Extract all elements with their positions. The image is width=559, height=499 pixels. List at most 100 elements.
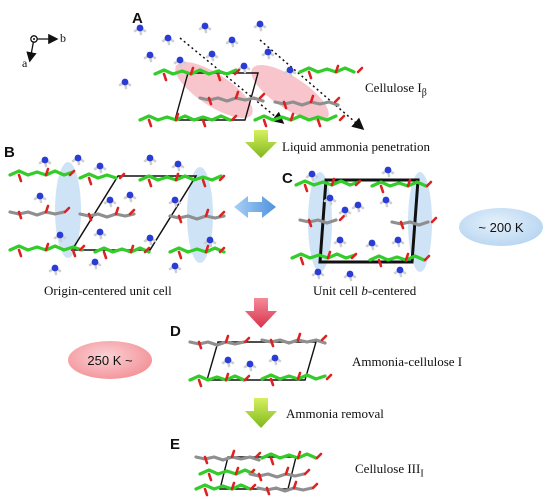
- oxygen-atom: [87, 212, 93, 222]
- oxygen-atom: [430, 216, 438, 224]
- cellulose-chain: [138, 114, 232, 122]
- caption-ammonia-cellulose: Ammonia-cellulose I: [352, 354, 463, 369]
- oxygen-atom: [354, 179, 362, 187]
- oxygen-atom: [230, 449, 236, 459]
- oxygen-atom: [307, 218, 313, 228]
- nitrogen-atom: [354, 201, 362, 209]
- cellulose-chain: [188, 374, 246, 382]
- oxygen-atom: [303, 183, 309, 193]
- oxygen-atom: [269, 456, 275, 466]
- down-arrow-green-icon: [245, 130, 277, 158]
- oxygen-atom: [147, 118, 153, 128]
- nitrogen-atom: [171, 196, 179, 204]
- nitrogen-atom: [264, 48, 272, 56]
- panel-label-a: A: [132, 10, 143, 27]
- oxygen-atom: [311, 482, 319, 490]
- nitrogen-atom: [394, 236, 402, 244]
- oxygen-atom: [330, 177, 336, 187]
- caption-origin-centered: Origin-centered unit cell: [44, 283, 172, 298]
- oxygen-atom: [102, 250, 108, 260]
- oxygen-atom: [299, 256, 305, 266]
- nitrogen-atom: [171, 262, 179, 270]
- nitrogen-atom: [96, 228, 104, 236]
- oxygen-atom: [334, 64, 340, 74]
- oxygen-atom: [377, 258, 383, 268]
- oxygen-atom: [207, 472, 213, 482]
- caption-b-centered-em: b: [361, 283, 368, 298]
- oxygen-atom: [296, 332, 302, 342]
- nitrogen-atom: [368, 239, 376, 247]
- nitrogen-atom: [206, 236, 214, 244]
- oxygen-atom: [201, 118, 207, 128]
- cellulose-chain: [260, 452, 318, 460]
- oxygen-atom: [174, 112, 180, 122]
- oxygen-atom: [338, 214, 346, 222]
- temperature-badge-high: 250 K ~: [68, 341, 152, 379]
- oxygen-atom: [44, 204, 50, 214]
- oxygen-atom: [315, 452, 323, 460]
- oxygen-atom: [230, 114, 238, 122]
- nitrogen-atom: [174, 160, 182, 168]
- oxygen-atom: [230, 481, 236, 491]
- oxygen-atom: [201, 178, 207, 188]
- nitrogen-atom: [314, 268, 322, 276]
- oxygen-atom: [147, 178, 153, 188]
- oxygen-atom: [243, 374, 251, 382]
- oxygen-atom: [177, 214, 183, 224]
- nitrogen-atom: [126, 191, 134, 199]
- step-ammonia-removal: Ammonia removal: [286, 406, 384, 421]
- nitrogen-atom: [382, 196, 390, 204]
- oxygen-atom: [296, 450, 302, 460]
- oxygen-atom: [292, 480, 298, 490]
- oxygen-atom: [254, 451, 262, 459]
- double-arrow-blue-icon: [234, 196, 276, 218]
- nitrogen-atom: [56, 231, 64, 239]
- panel-label-d: D: [170, 323, 181, 340]
- caption-cellulose-iii-sub: I: [420, 468, 424, 480]
- temperature-low-text: ~ 200 K: [478, 219, 524, 235]
- oxygen-atom: [234, 466, 240, 476]
- nitrogen-atom: [146, 154, 154, 162]
- oxygen-atom: [303, 468, 311, 476]
- oxygen-atom: [338, 114, 346, 122]
- nitrogen-atom: [91, 258, 99, 266]
- cellulose-chain: [290, 252, 357, 260]
- oxygen-atom: [309, 94, 315, 104]
- cellulose-chain: [368, 254, 426, 262]
- oxygen-atom: [207, 96, 213, 106]
- caption-b-centered-pre: Unit cell: [313, 283, 362, 298]
- oxygen-atom: [128, 208, 136, 216]
- cellulose-chain: [78, 172, 118, 180]
- oxygen-atom: [243, 336, 251, 344]
- down-arrow-green-icon: [245, 398, 277, 428]
- nitrogen-atom: [164, 34, 172, 42]
- oxygen-atom: [87, 176, 93, 186]
- down-arrow-red-icon: [245, 298, 277, 328]
- cellulose-chain: [8, 169, 75, 177]
- oxygen-atom: [17, 173, 23, 183]
- nitrogen-atom: [341, 206, 349, 214]
- oxygen-atom: [204, 208, 210, 218]
- oxygen-atom: [282, 100, 288, 110]
- panel-label-e: E: [170, 436, 181, 453]
- nitrogen-atom: [308, 170, 316, 178]
- nitrogen-atom: [74, 154, 82, 162]
- oxygen-atom: [203, 455, 209, 465]
- oxygen-atom: [129, 244, 135, 254]
- nitrogen-atom: [146, 51, 154, 59]
- oxygen-atom: [406, 178, 412, 188]
- nitrogen-atom: [106, 196, 114, 204]
- oxygen-atom: [289, 112, 295, 122]
- nitrogen-atom: [146, 234, 154, 242]
- panel-a-highlight-ellipses: [175, 62, 329, 121]
- caption-b-centered-post: -centered: [367, 283, 417, 298]
- nitrogen-atom: [286, 66, 294, 74]
- axis-a-label: a: [22, 56, 28, 70]
- cellulose-chain: [253, 114, 338, 122]
- step-liquid-ammonia-penetration: Liquid ammonia penetration: [282, 139, 431, 154]
- oxygen-atom: [257, 472, 263, 482]
- nitrogen-atom: [346, 270, 354, 278]
- oxygen-atom: [71, 248, 77, 258]
- oxygen-atom: [379, 184, 385, 194]
- caption-cellulose-ib: Cellulose Iβ: [365, 80, 427, 99]
